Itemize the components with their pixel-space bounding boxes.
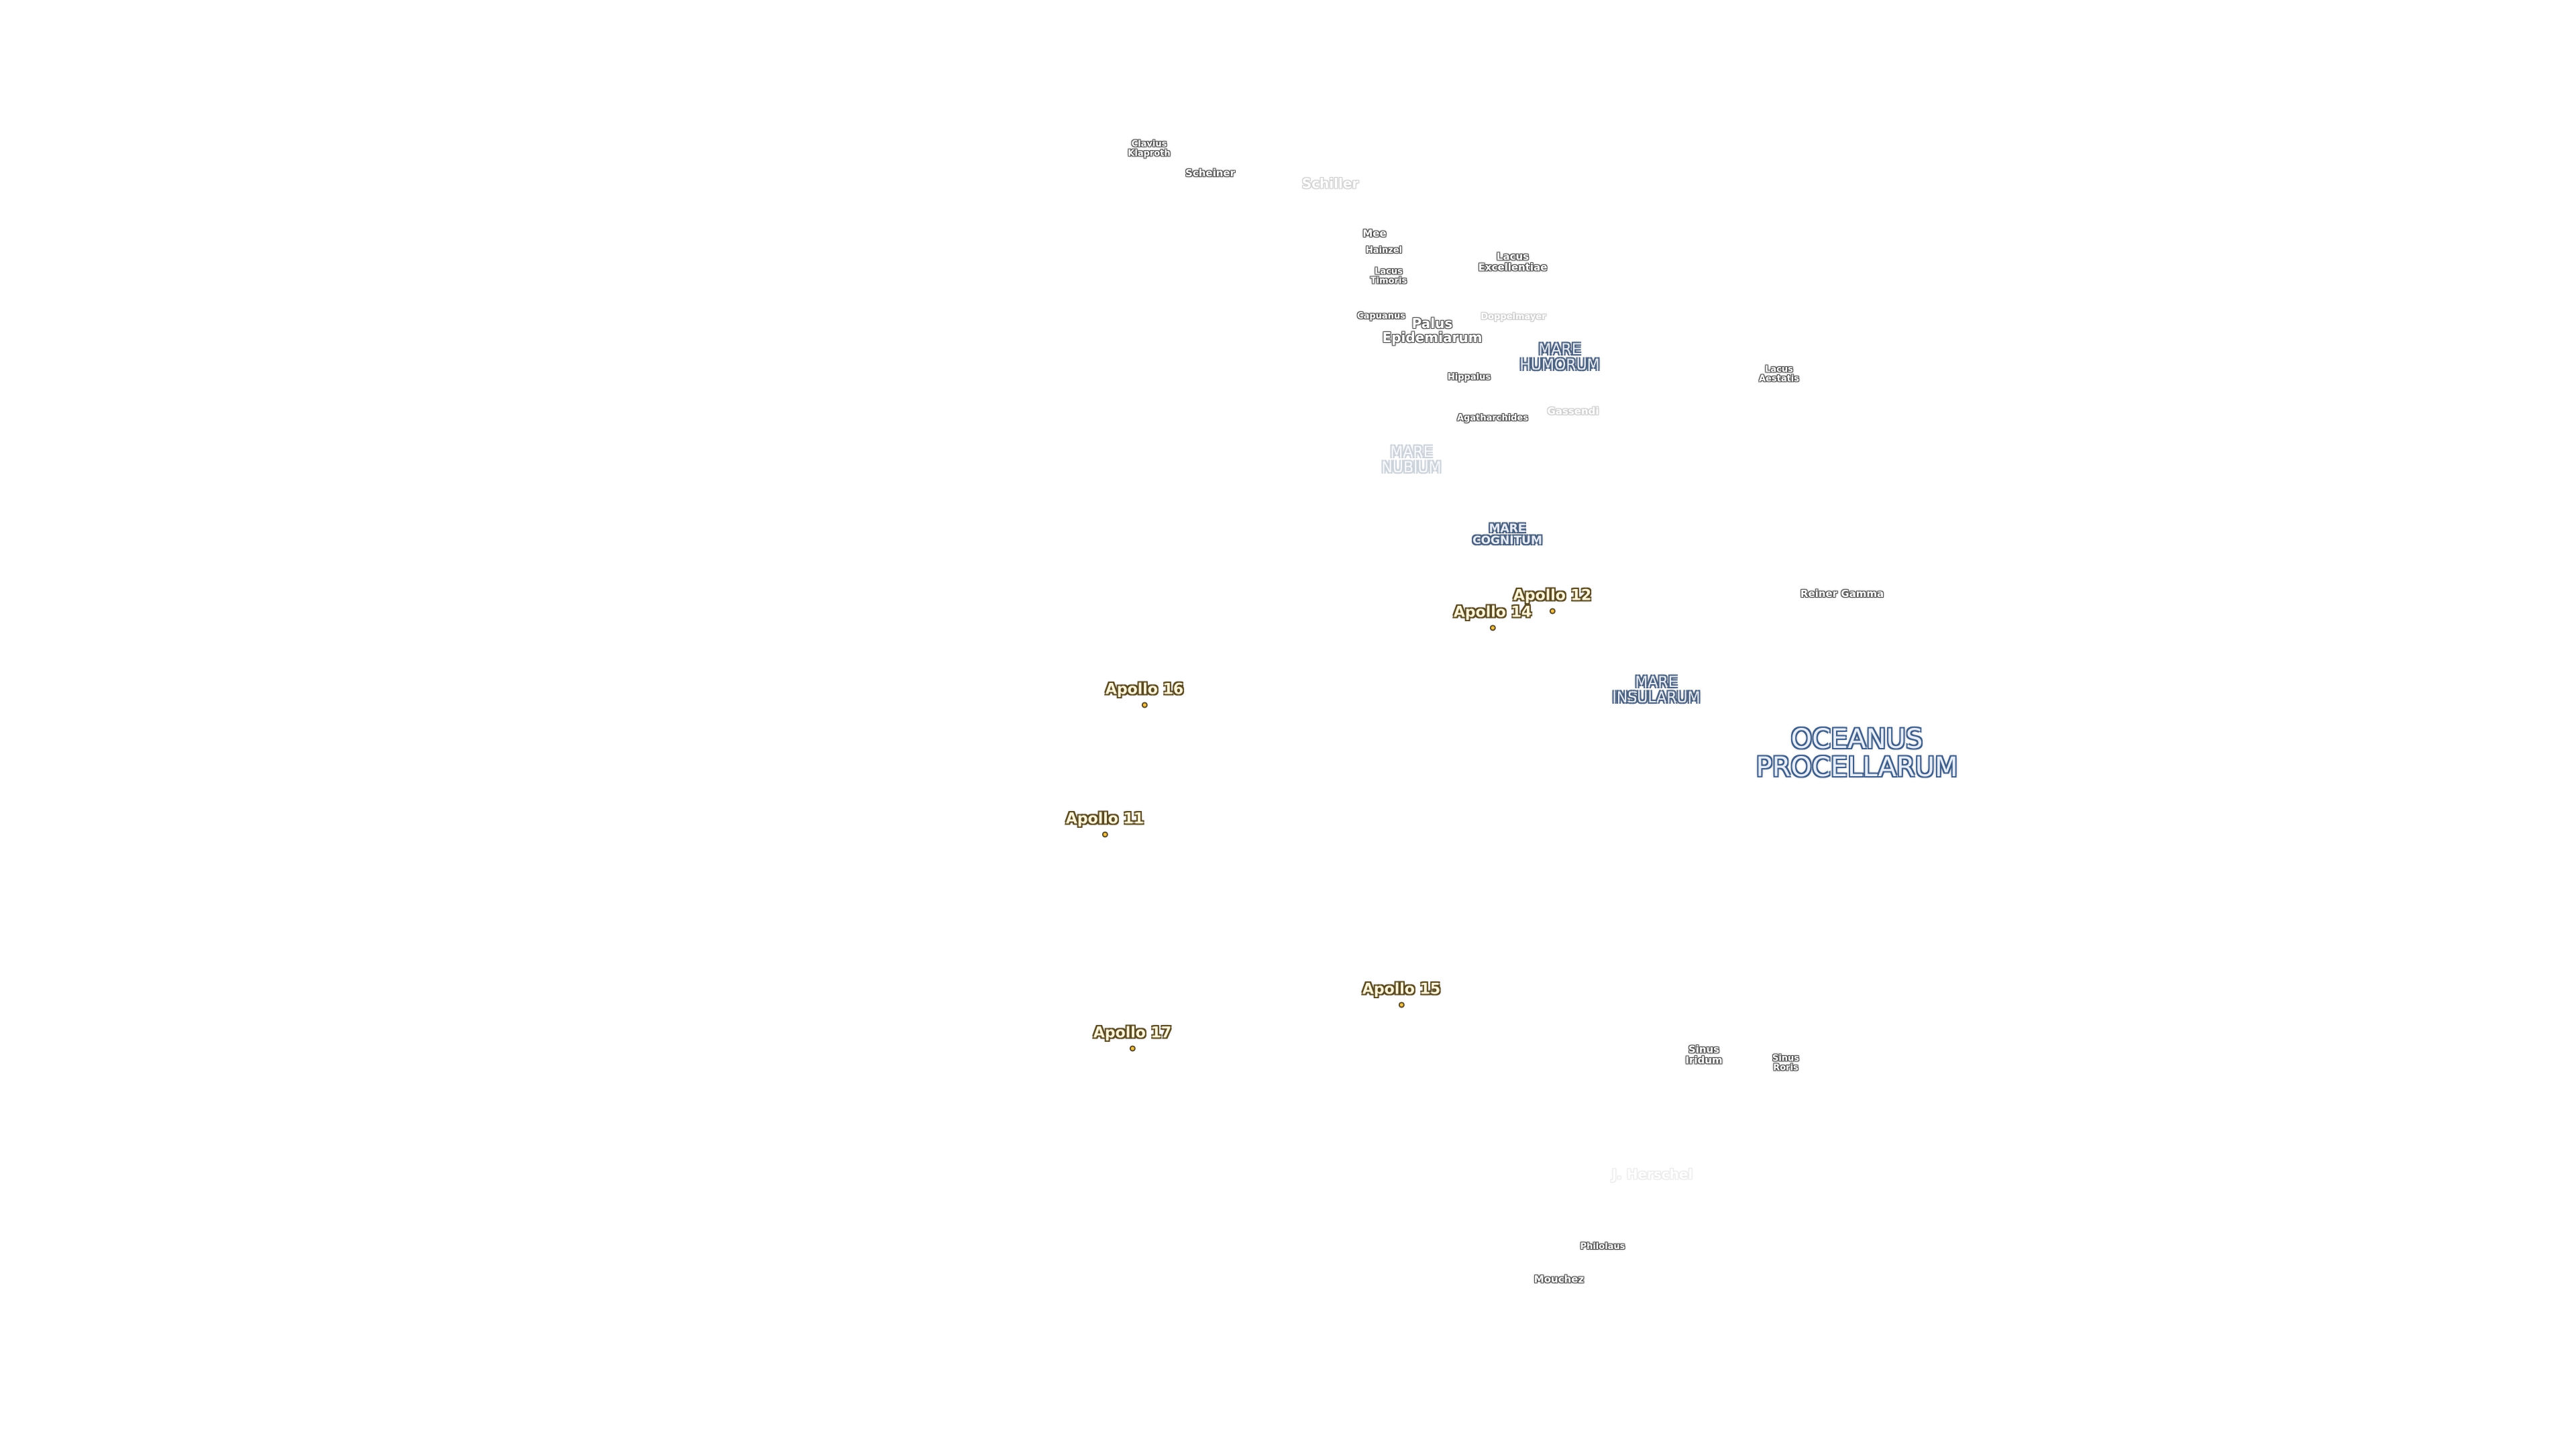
label-mare-cognitum: MARE COGNITUM — [1472, 522, 1542, 547]
label-mare-humorum: MARE HUMORUM — [1519, 341, 1600, 374]
label-mare-nubium: MARE NUBIUM — [1381, 443, 1442, 476]
label-palus-epidemiarum: Palus Epidemiarum — [1382, 315, 1483, 345]
apollo-15-label: Apollo 15 — [1362, 981, 1441, 998]
label-gassendi: Gassendi — [1547, 405, 1599, 418]
label-j-herschel: J. Herschel — [1611, 1166, 1693, 1183]
apollo-11-site[interactable]: Apollo 11 — [1065, 810, 1144, 837]
apollo-16-site[interactable]: Apollo 16 — [1105, 681, 1184, 707]
label-mouchez: Mouchez — [1534, 1273, 1585, 1286]
apollo-12-site[interactable]: Apollo 12 — [1513, 587, 1592, 613]
apollo-14-site[interactable]: Apollo 14 — [1453, 604, 1532, 630]
label-lacus-timoris: Lacus Timoris — [1370, 266, 1407, 286]
label-schiller: Schiller — [1301, 175, 1359, 192]
label-lacus-excellentiae: Lacus Excellentiae — [1478, 250, 1548, 273]
label-reiner-gamma: Reiner Gamma — [1800, 588, 1884, 600]
label-oceanus-procellarum: OCEANUS PROCELLARUM — [1756, 724, 1958, 783]
apollo-16-label: Apollo 16 — [1105, 681, 1184, 698]
apollo-15-site[interactable]: Apollo 15 — [1362, 981, 1441, 1007]
label-doppelmayer: Doppelmayer — [1481, 312, 1546, 323]
label-capuanus: Capuanus — [1357, 311, 1405, 322]
label-mee: Mee — [1362, 227, 1387, 240]
label-philolaus: Philolaus — [1580, 1242, 1625, 1252]
pin-icon — [1399, 1003, 1403, 1007]
pin-icon — [1550, 609, 1554, 613]
pin-icon — [1491, 626, 1495, 630]
pin-icon — [1142, 703, 1146, 707]
apollo-17-site[interactable]: Apollo 17 — [1093, 1024, 1172, 1051]
label-hainzel: Hainzel — [1365, 246, 1403, 256]
label-hippalus: Hippalus — [1447, 372, 1491, 383]
label-agatharchides: Agatharchides — [1456, 413, 1529, 424]
label-scheiner: Scheiner — [1185, 167, 1235, 180]
pin-icon — [1103, 833, 1107, 837]
pin-icon — [1130, 1046, 1134, 1051]
label-mare-insularum: MARE INSULARUM — [1612, 674, 1701, 706]
label-lacus-aestatis: Lacus Aestatis — [1758, 364, 1800, 384]
label-clavius-klaproth: Clavius Klaproth — [1128, 139, 1171, 158]
label-sinus-iridum: Sinus Iridum — [1685, 1043, 1723, 1066]
apollo-14-label: Apollo 14 — [1453, 604, 1532, 621]
label-sinus-roris: Sinus Roris — [1772, 1053, 1800, 1073]
apollo-17-label: Apollo 17 — [1093, 1024, 1172, 1042]
apollo-11-label: Apollo 11 — [1065, 810, 1144, 828]
apollo-12-label: Apollo 12 — [1513, 587, 1592, 604]
